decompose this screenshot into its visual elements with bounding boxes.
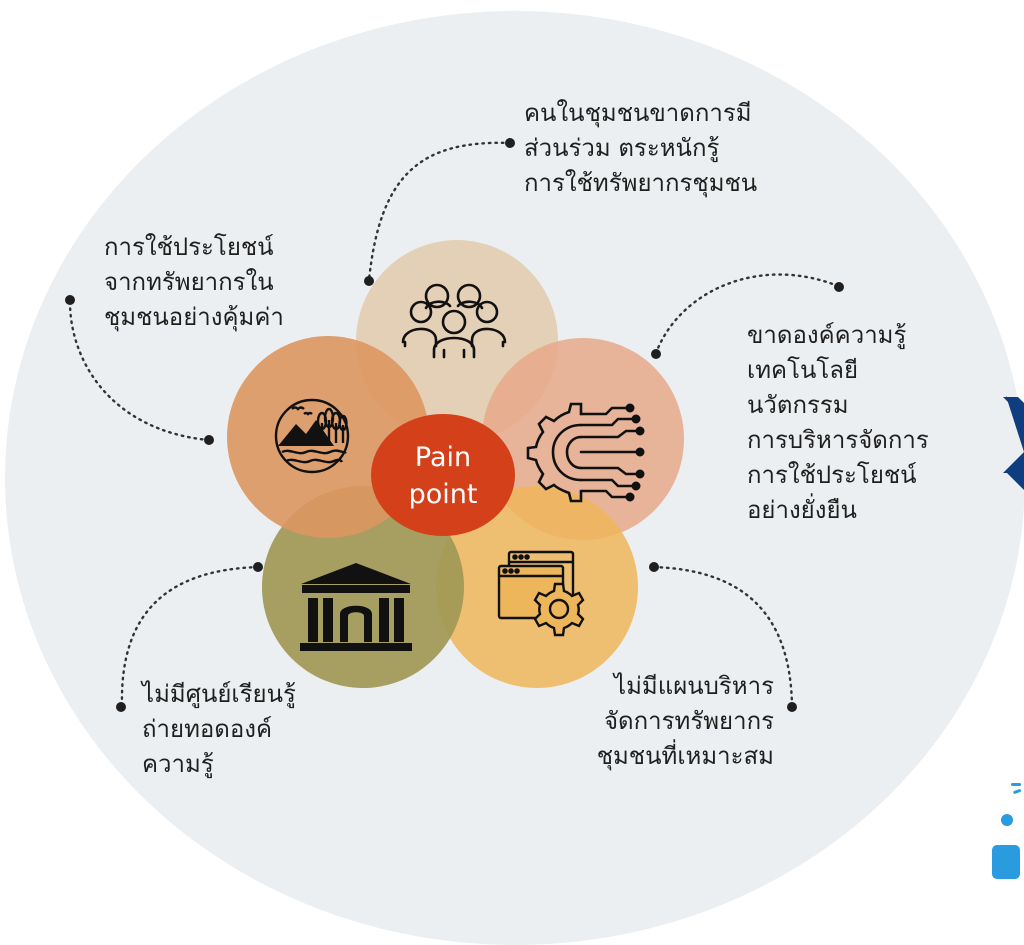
callout-top-line-3: การใช้ทรัพยากรชุมชน xyxy=(524,169,758,197)
partial-logo-icon xyxy=(992,783,1022,879)
landscape-icon xyxy=(274,398,350,474)
callout-lower-left: ไม่มีศูนย์เรียนรู้ ถ่ายทอดองค์ ความรู้ xyxy=(142,677,296,782)
callout-right: ขาดองค์ความรู้ เทคโนโลยี นวัตกรรม การบริ… xyxy=(747,318,929,528)
callout-lower-right-line-2: จัดการทรัพยากร xyxy=(603,707,774,735)
chevron-right-icon-shape xyxy=(1003,397,1024,473)
callout-top-line-1: คนในชุมชนขาดการมี xyxy=(524,99,752,127)
callout-right-line-1: ขาดองค์ความรู้ xyxy=(747,321,907,349)
callout-top: คนในชุมชนขาดการมี ส่วนร่วม ตระหนักรู้ กา… xyxy=(524,96,757,201)
circuit-gear-icon xyxy=(526,402,645,503)
callout-right-line-3: นวัตกรรม xyxy=(747,391,849,419)
callout-top-line-2: ส่วนร่วม ตระหนักรู้ xyxy=(524,134,720,162)
connector-lower-right xyxy=(652,565,794,707)
callout-upper-left-line-2: จากทรัพยากรใน xyxy=(104,268,274,296)
connector-right xyxy=(654,273,840,355)
callout-right-line-5: การใช้ประโยชน์ xyxy=(747,461,917,489)
browser-gear-icon xyxy=(497,550,585,637)
connector-lines xyxy=(68,141,840,707)
callout-upper-left: การใช้ประโยชน์ จากทรัพยากรใน ชุมชนอย่างค… xyxy=(104,230,284,335)
callout-lower-left-line-1: ไม่มีศูนย์เรียนรู้ xyxy=(142,680,296,708)
callout-right-line-6: อย่างยั่งยืน xyxy=(747,496,857,524)
callout-lower-left-line-3: ความรู้ xyxy=(142,750,214,778)
callout-right-line-2: เทคโนโลยี xyxy=(747,356,859,384)
callout-lower-right-line-3: ชุมชนที่เหมาะสม xyxy=(596,742,774,770)
callout-right-line-4: การบริหารจัดการ xyxy=(747,426,929,454)
people-group-icon xyxy=(401,283,507,359)
callout-lower-right-line-1: ไม่มีแผนบริหาร xyxy=(614,672,774,700)
connector-top xyxy=(367,141,512,282)
callout-lower-left-line-2: ถ่ายทอดองค์ xyxy=(142,715,273,743)
connector-lower-left xyxy=(120,565,260,707)
pain-point-center xyxy=(371,414,515,536)
callout-lower-right: ไม่มีแผนบริหาร จัดการทรัพยากร ชุมชนที่เห… xyxy=(597,669,774,774)
callout-upper-left-line-1: การใช้ประโยชน์ xyxy=(104,233,274,261)
callout-upper-left-line-3: ชุมชนอย่างคุ้มค่า xyxy=(104,303,284,331)
center-label-line-1: Pain xyxy=(415,442,471,473)
connector-dots xyxy=(65,138,844,712)
building-pillars-icon xyxy=(300,563,412,651)
center-label-line-2: point xyxy=(409,479,478,510)
